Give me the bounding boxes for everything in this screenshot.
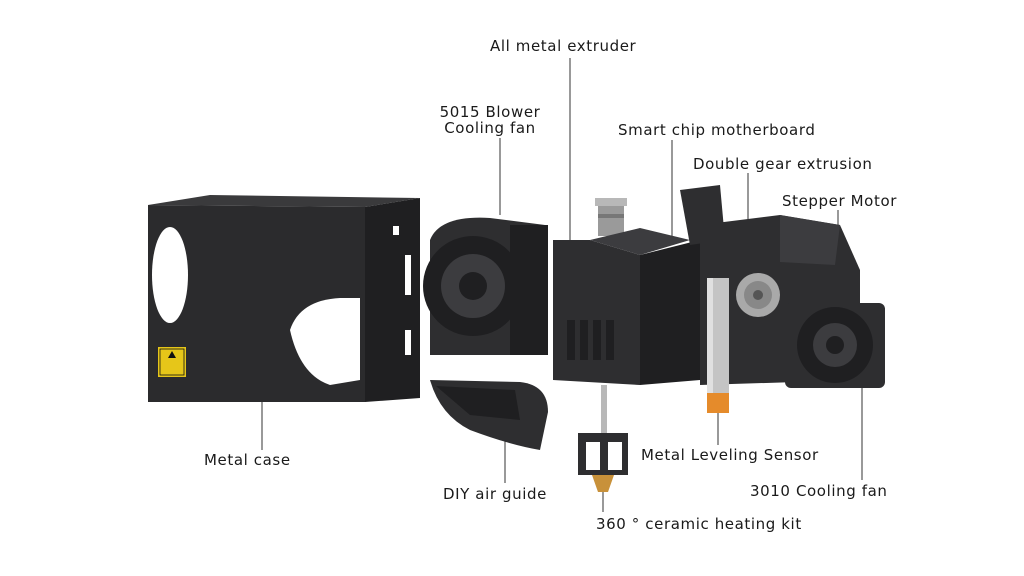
label-blower-line1: 5015 Blower (439, 103, 541, 121)
metal-case (148, 195, 420, 402)
label-ceramic-heating-kit: 360 ° ceramic heating kit (596, 515, 802, 533)
cooling-fan-3010 (785, 303, 885, 388)
warning-sticker (158, 347, 186, 377)
air-guide (430, 380, 548, 450)
label-diy-air-guide: DIY air guide (443, 485, 547, 503)
leveling-sensor (707, 278, 729, 413)
label-double-gear-extrusion: Double gear extrusion (693, 155, 873, 173)
label-3010-cooling-fan: 3010 Cooling fan (750, 482, 888, 500)
label-metal-case: Metal case (204, 451, 291, 469)
blower-fan (423, 217, 548, 355)
label-all-metal-extruder: All metal extruder (490, 37, 637, 55)
heating-kit (578, 385, 628, 492)
label-smart-chip-motherboard: Smart chip motherboard (618, 121, 816, 139)
label-stepper-motor: Stepper Motor (782, 192, 897, 210)
label-metal-leveling-sensor: Metal Leveling Sensor (641, 446, 819, 464)
label-blower-line2: Cooling fan (444, 119, 536, 137)
